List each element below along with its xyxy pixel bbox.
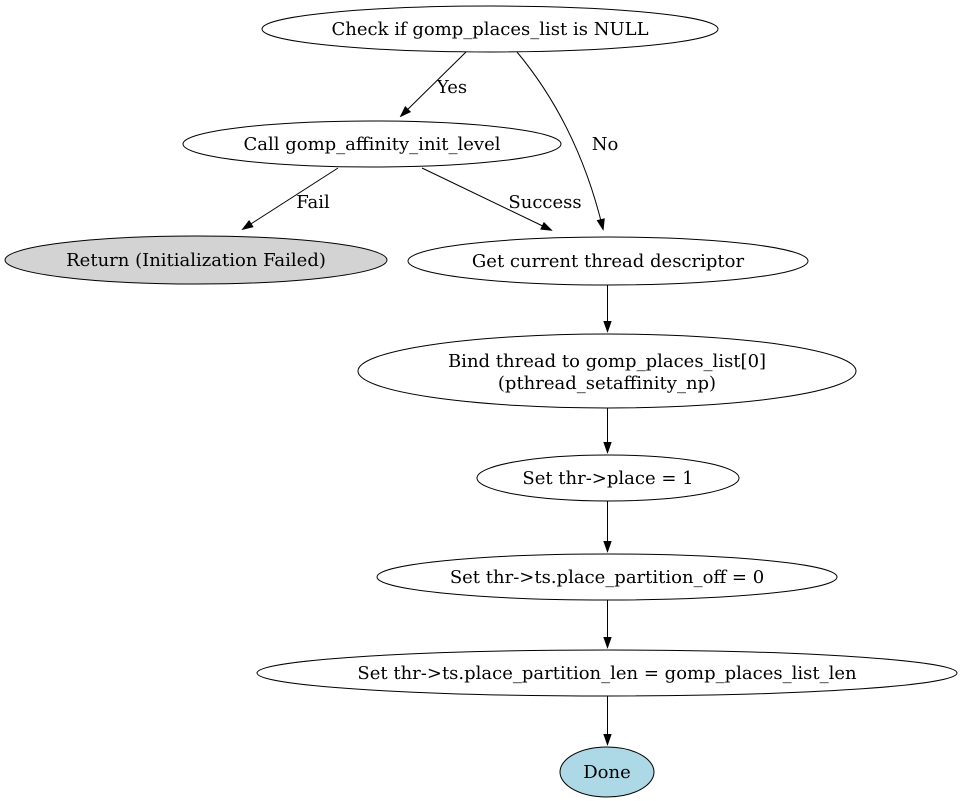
node-check-null: Check if gomp_places_list is NULL: [261, 5, 719, 53]
edge-label-no: No: [592, 134, 619, 155]
node-get-thread-shape: [407, 236, 809, 286]
node-check-null-shape: [261, 5, 719, 53]
node-bind-thread-label-line2: (pthread_setaffinity_np): [498, 373, 716, 394]
node-set-place-label: Set thr->place = 1: [522, 468, 693, 489]
edge-label-yes: Yes: [436, 77, 467, 98]
edge-label-success: Success: [508, 192, 581, 213]
edges: Yes No Fail Success: [243, 51, 619, 744]
node-return-failed-shape: [4, 235, 388, 285]
node-set-place-shape: [476, 454, 740, 502]
node-bind-thread-shape: [357, 333, 857, 409]
node-done: Done: [559, 746, 655, 798]
node-set-partition-off-shape: [376, 553, 838, 601]
node-return-failed: Return (Initialization Failed): [4, 235, 388, 285]
edge-check-to-initlevel: [401, 51, 467, 116]
edge-initlevel-to-return: [243, 167, 339, 229]
node-return-failed-label: Return (Initialization Failed): [66, 250, 326, 271]
node-set-place: Set thr->place = 1: [476, 454, 740, 502]
edge-label-fail: Fail: [296, 192, 330, 213]
node-get-thread: Get current thread descriptor: [407, 236, 809, 286]
node-init-level: Call gomp_affinity_init_level: [182, 120, 562, 168]
node-bind-thread: Bind thread to gomp_places_list[0] (pthr…: [357, 333, 857, 409]
node-set-partition-len-label: Set thr->ts.place_partition_len = gomp_p…: [357, 663, 857, 684]
node-set-partition-len: Set thr->ts.place_partition_len = gomp_p…: [256, 649, 958, 697]
node-get-thread-label: Get current thread descriptor: [472, 251, 745, 272]
node-set-partition-off-label: Set thr->ts.place_partition_off = 0: [450, 567, 764, 588]
node-check-null-label: Check if gomp_places_list is NULL: [331, 19, 648, 40]
edge-check-to-getthread: [516, 51, 603, 229]
node-set-partition-off: Set thr->ts.place_partition_off = 0: [376, 553, 838, 601]
node-set-partition-len-shape: [256, 649, 958, 697]
node-bind-thread-label-line1: Bind thread to gomp_places_list[0]: [448, 351, 766, 372]
node-init-level-label: Call gomp_affinity_init_level: [243, 134, 500, 155]
node-done-label: Done: [583, 762, 631, 783]
node-init-level-shape: [182, 120, 562, 168]
node-done-shape: [559, 746, 655, 798]
edge-initlevel-to-getthread: [421, 167, 551, 230]
